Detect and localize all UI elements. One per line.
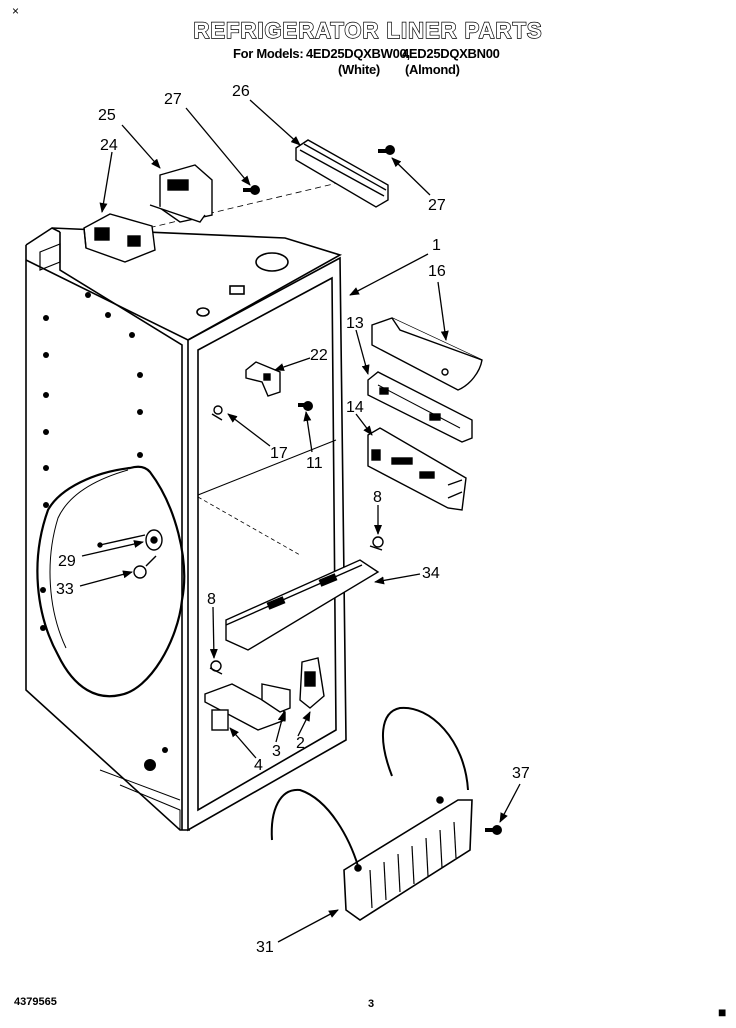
part-17-fastener bbox=[211, 405, 223, 421]
page-title: REFRIGERATOR LINER PARTS bbox=[193, 17, 543, 43]
part-26-rail bbox=[295, 139, 389, 208]
part-25-bracket bbox=[149, 164, 213, 223]
callout-17: 17 bbox=[270, 445, 288, 462]
callout-4: 4 bbox=[254, 757, 263, 774]
callout-2: 2 bbox=[296, 735, 305, 752]
leader-lines bbox=[79, 99, 521, 943]
callout-16: 16 bbox=[428, 263, 446, 280]
callout-8-right: 8 bbox=[373, 489, 382, 506]
callout-8-left: 8 bbox=[207, 591, 216, 608]
callout-27-top: 27 bbox=[164, 91, 182, 108]
part-16-cover bbox=[371, 317, 483, 391]
callout-26: 26 bbox=[232, 83, 250, 100]
part-2-mount bbox=[299, 657, 325, 709]
part-24-control-housing bbox=[83, 213, 156, 263]
page-number: 3 bbox=[368, 998, 375, 1010]
callout-27-right: 27 bbox=[428, 197, 446, 214]
callout-25: 25 bbox=[98, 107, 116, 124]
part-27-screw bbox=[243, 145, 395, 195]
callout-14: 14 bbox=[346, 399, 364, 416]
part-3-bracket bbox=[261, 683, 291, 713]
part-29-connector bbox=[97, 529, 163, 551]
callout-31: 31 bbox=[256, 939, 274, 956]
callout-34: 34 bbox=[422, 565, 440, 582]
part-33-bulb bbox=[133, 555, 157, 579]
callout-13: 13 bbox=[346, 315, 364, 332]
part-31-cord bbox=[270, 788, 359, 867]
callout-3: 3 bbox=[272, 743, 281, 760]
part-13-housing bbox=[367, 371, 473, 443]
side-wall-holes bbox=[40, 292, 168, 771]
model-number-almond: 4ED25DQXBN00 bbox=[402, 46, 500, 61]
wiring-harness bbox=[36, 465, 186, 698]
refrigerator-cabinet bbox=[25, 179, 351, 832]
part-22-bracket bbox=[245, 361, 281, 397]
variant-almond: (Almond) bbox=[405, 62, 460, 77]
callout-11: 11 bbox=[306, 455, 323, 472]
callout-1: 1 bbox=[432, 237, 441, 254]
corner-mark-bottom: ■ bbox=[718, 1004, 727, 1020]
callout-24: 24 bbox=[100, 137, 118, 154]
part-34-frame bbox=[225, 559, 380, 651]
callout-33: 33 bbox=[56, 581, 74, 598]
variant-white: (White) bbox=[338, 62, 380, 77]
corner-mark: × bbox=[12, 4, 20, 18]
part-31-cord-upper bbox=[382, 706, 469, 791]
model-number-white: 4ED25DQXBW00, bbox=[306, 46, 410, 61]
models-label: For Models: bbox=[233, 46, 304, 61]
document-number: 4379565 bbox=[14, 996, 57, 1008]
part-11-screw bbox=[298, 401, 313, 411]
part-8-screw bbox=[209, 536, 384, 675]
part-31-cover bbox=[343, 796, 473, 921]
part-14-control-panel bbox=[367, 427, 467, 511]
callout-29: 29 bbox=[58, 553, 76, 570]
callout-37: 37 bbox=[512, 765, 530, 782]
callout-22: 22 bbox=[310, 347, 328, 364]
part-37-screw bbox=[485, 825, 502, 835]
